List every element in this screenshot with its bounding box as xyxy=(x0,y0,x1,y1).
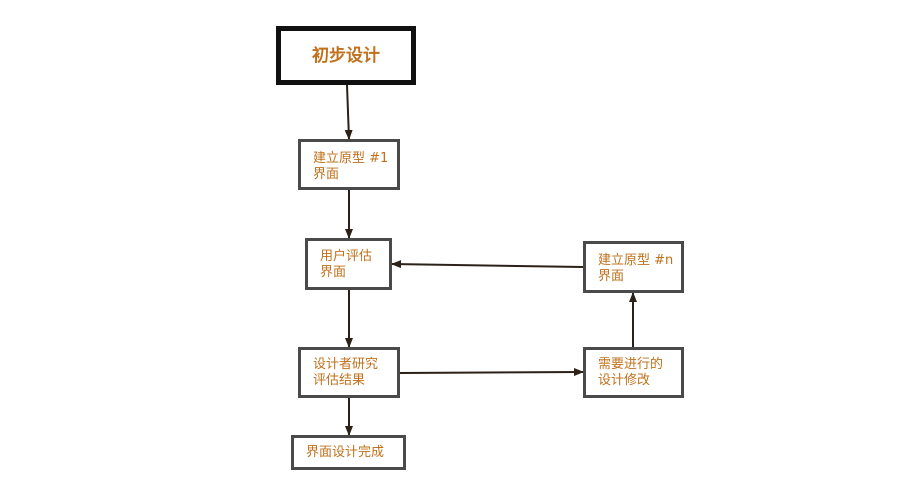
node-design-complete-label: 界面设计完成 xyxy=(306,445,385,460)
node-user-evaluation-line1: 用户评估 xyxy=(320,249,373,264)
node-designer-study-line2: 评估结果 xyxy=(313,373,366,388)
node-design-modifications-line1: 需要进行的 xyxy=(598,357,664,372)
node-design-modifications-line2: 设计修改 xyxy=(598,373,651,388)
arrow-start-to-proto1 xyxy=(344,84,353,140)
node-build-prototype-1: 建立原型 #1 界面 xyxy=(298,139,400,190)
node-design-complete: 界面设计完成 xyxy=(291,435,406,470)
node-designer-study-line1: 设计者研究 xyxy=(313,357,379,372)
node-user-evaluation-line2: 界面 xyxy=(320,265,347,280)
node-user-evaluation: 用户评估 界面 xyxy=(305,238,392,290)
node-design-modifications: 需要进行的 设计修改 xyxy=(583,347,684,398)
node-build-prototype-n: 建立原型 #n 界面 xyxy=(583,241,684,293)
arrow-study-to-modify xyxy=(399,368,584,377)
node-initial-design-label: 初步设计 xyxy=(312,45,380,66)
node-build-prototype-1-line1: 建立原型 #1 xyxy=(313,151,389,166)
node-build-prototype-n-line2: 界面 xyxy=(598,269,625,284)
node-designer-study: 设计者研究 评估结果 xyxy=(298,347,400,398)
node-build-prototype-n-line1: 建立原型 #n xyxy=(598,253,674,268)
node-build-prototype-1-line2: 界面 xyxy=(313,167,340,182)
node-initial-design: 初步设计 xyxy=(276,26,416,85)
arrow-protoN-to-eval xyxy=(391,260,584,269)
